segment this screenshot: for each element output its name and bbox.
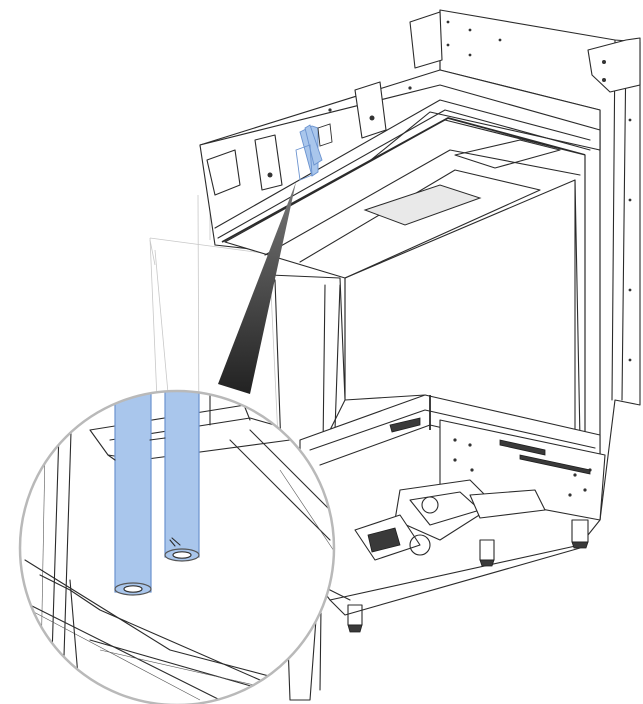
pipe-left — [114, 391, 152, 593]
leveling-legs — [347, 519, 589, 633]
pipe-right — [164, 391, 200, 558]
callout-leader — [218, 182, 296, 394]
gas-pipe-highlight-small — [295, 123, 333, 181]
side-plate-holes — [446, 20, 632, 362]
detail-magnifier — [18, 389, 336, 704]
magnifier-ring — [18, 389, 336, 704]
top-right-bracket — [587, 37, 641, 93]
baffle-plate — [363, 184, 482, 226]
